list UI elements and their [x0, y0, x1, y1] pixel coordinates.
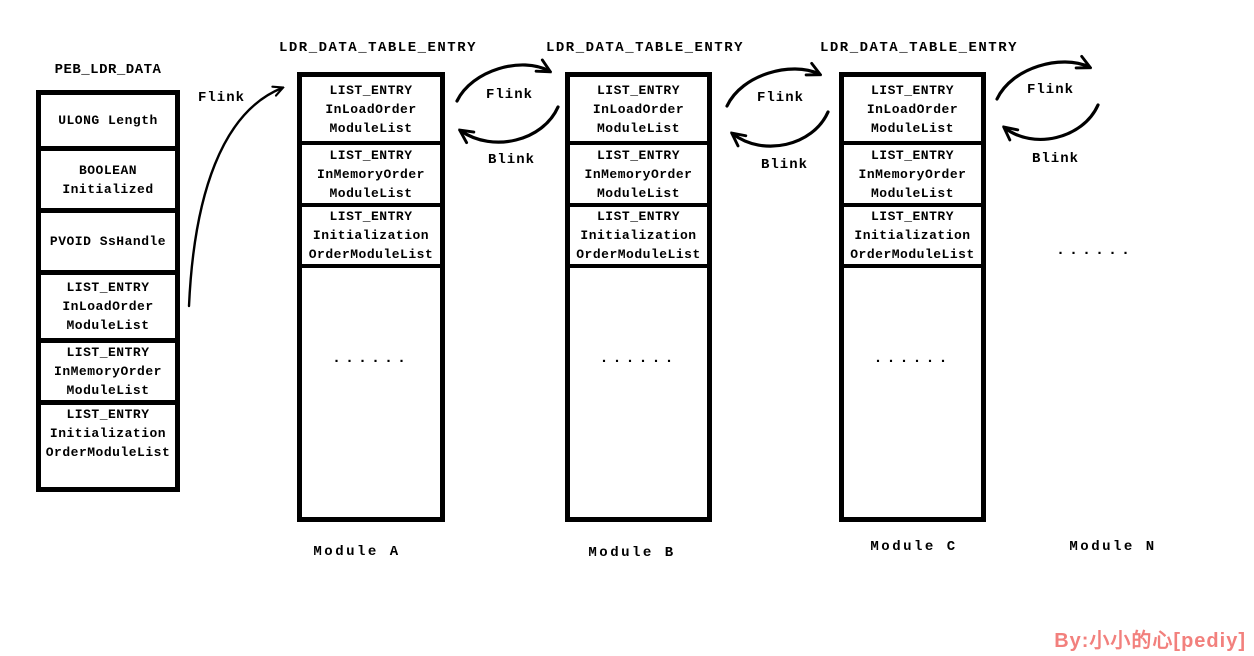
cell-line: LIST_ENTRY: [596, 82, 680, 98]
cell-line: ModuleList: [66, 383, 150, 398]
cell-line: InLoadOrder: [62, 299, 154, 314]
cell-line: OrderModuleList: [45, 445, 171, 460]
cell-line: InMemoryOrder: [317, 166, 425, 182]
cell-line: InLoadOrder: [592, 101, 685, 117]
peb-cell-length: ULONG Length: [41, 95, 175, 151]
cell-line: Initialization: [312, 228, 430, 243]
cell-line: InMemoryOrder: [858, 166, 967, 182]
entry-c-cell-initializationorder: LIST_ENTRY Initialization OrderModuleLis…: [844, 207, 981, 268]
entry-c-cell-inmemoryorder: LIST_ENTRY InMemoryOrder ModuleList: [844, 145, 981, 207]
entry-a-cell-inloadorder: LIST_ENTRY InLoadOrder ModuleList: [302, 77, 440, 145]
blink-label-cn: Blink: [1032, 151, 1080, 167]
peb-cell-inmemoryorder: LIST_ENTRY InMemoryOrder ModuleList: [41, 343, 175, 405]
cell-line: ModuleList: [870, 185, 954, 201]
peb-structure-box: ULONG Length BOOLEAN Initialized PVOID S…: [36, 90, 180, 492]
entry-a-cell-body: ......: [302, 268, 440, 517]
ldr-entry-box-a: LIST_ENTRY InLoadOrder ModuleList LIST_E…: [297, 72, 445, 522]
module-b-label: Module B: [588, 545, 676, 561]
cell-line: ULONG Length: [58, 113, 158, 128]
peb-cell-inloadorder: LIST_ENTRY InLoadOrder ModuleList: [41, 275, 175, 343]
ldr-entry-box-b: LIST_ENTRY InLoadOrder ModuleList LIST_E…: [565, 72, 712, 522]
ellipsis: ......: [331, 350, 410, 367]
cell-line: Initialization: [49, 426, 167, 441]
module-a-label: Module A: [313, 544, 401, 560]
cell-line: OrderModuleList: [308, 247, 434, 262]
blink-arrow-c-to-b: [733, 110, 830, 148]
cell-line: LIST_ENTRY: [596, 147, 680, 163]
cell-line: InLoadOrder: [325, 101, 417, 117]
peb-cell-initialized: BOOLEAN Initialized: [41, 151, 175, 213]
entry-title-c: LDR_DATA_TABLE_ENTRY: [819, 40, 1019, 56]
flink-label-bc: Flink: [757, 90, 805, 106]
cell-line: ModuleList: [329, 120, 413, 136]
cell-line: ModuleList: [596, 185, 680, 201]
flink-label-ab: Flink: [486, 87, 534, 103]
module-c-label: Module C: [870, 539, 958, 555]
cell-line: LIST_ENTRY: [66, 345, 150, 360]
peb-cell-sshandle: PVOID SsHandle: [41, 213, 175, 275]
ellipsis: ......: [873, 350, 952, 367]
blink-label-ab: Blink: [488, 152, 536, 168]
cell-line: ModuleList: [596, 120, 680, 136]
cell-line: LIST_ENTRY: [329, 209, 413, 224]
cell-line: ModuleList: [66, 318, 150, 333]
cell-line: LIST_ENTRY: [596, 209, 680, 224]
peb-structure-title: PEB_LDR_DATA: [54, 62, 162, 78]
entry-title-a: LDR_DATA_TABLE_ENTRY: [278, 40, 478, 56]
entry-c-cell-body: ......: [844, 268, 981, 517]
cell-line: LIST_ENTRY: [66, 407, 150, 422]
cell-line: LIST_ENTRY: [870, 82, 954, 98]
cell-line: InMemoryOrder: [584, 166, 693, 182]
cell-line: InMemoryOrder: [54, 364, 162, 379]
blink-arrow-b-to-a: [461, 105, 560, 142]
cell-line: Initialization: [580, 228, 697, 243]
cell-line: BOOLEAN: [78, 162, 138, 178]
blink-label-bc: Blink: [761, 157, 809, 173]
cell-line: Initialized: [62, 181, 154, 197]
entry-b-cell-body: ......: [570, 268, 707, 517]
module-n-label: Module N: [1069, 539, 1157, 555]
entry-c-cell-inloadorder: LIST_ENTRY InLoadOrder ModuleList: [844, 77, 981, 145]
cell-line: PVOID SsHandle: [49, 234, 167, 249]
entry-title-b: LDR_DATA_TABLE_ENTRY: [545, 40, 745, 56]
cell-line: InLoadOrder: [866, 101, 959, 117]
cell-line: LIST_ENTRY: [329, 147, 413, 163]
flink-label-cn: Flink: [1027, 82, 1075, 98]
entry-a-cell-inmemoryorder: LIST_ENTRY InMemoryOrder ModuleList: [302, 145, 440, 207]
cell-line: LIST_ENTRY: [870, 209, 954, 224]
cell-line: OrderModuleList: [850, 247, 975, 262]
cell-line: LIST_ENTRY: [870, 147, 954, 163]
cell-line: ModuleList: [329, 185, 413, 201]
cell-line: Initialization: [854, 228, 971, 243]
entry-a-cell-initializationorder: LIST_ENTRY Initialization OrderModuleLis…: [302, 207, 440, 268]
peb-cell-initializationorder: LIST_ENTRY Initialization OrderModuleLis…: [41, 405, 175, 462]
entry-b-cell-inmemoryorder: LIST_ENTRY InMemoryOrder ModuleList: [570, 145, 707, 207]
flink-label-peb: Flink: [198, 90, 246, 106]
flink-arrow-peb-to-module-a: [187, 88, 282, 308]
ellipsis: ......: [599, 350, 678, 367]
cell-line: OrderModuleList: [576, 247, 701, 262]
more-modules-ellipsis: ......: [1055, 242, 1134, 259]
author-credit: By:小小的心[pediy]: [1054, 630, 1246, 652]
entry-b-cell-initializationorder: LIST_ENTRY Initialization OrderModuleLis…: [570, 207, 707, 268]
blink-arrow-n-to-c: [1005, 103, 1100, 139]
ldr-entry-box-c: LIST_ENTRY InLoadOrder ModuleList LIST_E…: [839, 72, 986, 522]
cell-line: LIST_ENTRY: [66, 280, 150, 295]
entry-b-cell-inloadorder: LIST_ENTRY InLoadOrder ModuleList: [570, 77, 707, 145]
cell-line: LIST_ENTRY: [329, 82, 413, 98]
cell-line: ModuleList: [870, 120, 954, 136]
